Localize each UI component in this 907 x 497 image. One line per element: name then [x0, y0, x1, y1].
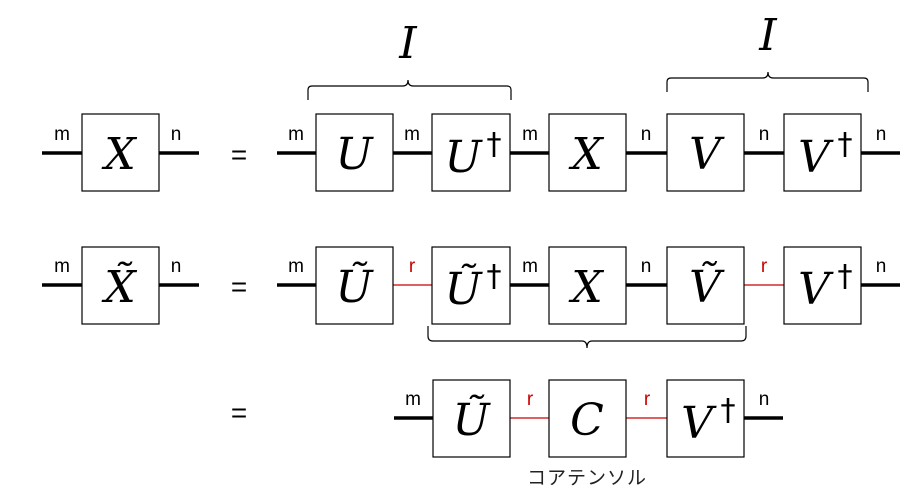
tensor-box-x	[548, 113, 627, 192]
tensor-box-x-tilde	[81, 246, 160, 325]
row2-lhs: X̃ m n	[42, 246, 199, 325]
identity-label-right: I	[758, 10, 778, 61]
identity-brace-left: I	[307, 18, 512, 100]
tensor-box-x	[548, 246, 627, 325]
tensor-box-v-dagger	[666, 379, 745, 458]
index-label-reduced: r	[761, 256, 768, 277]
equals-sign: =	[231, 139, 247, 170]
tensor-symbol: C	[570, 395, 604, 446]
index-label: n	[876, 256, 887, 277]
tensor-symbol: Ṽ	[689, 260, 725, 313]
tensor-box-u	[315, 113, 394, 192]
index-label: m	[405, 389, 421, 410]
index-label: n	[171, 256, 182, 277]
index-label: m	[288, 124, 304, 145]
index-label: n	[641, 124, 652, 145]
tensor-symbol: U	[335, 129, 374, 180]
core-brace	[427, 326, 747, 349]
core-tensor-caption: コアテンソル	[527, 467, 647, 489]
tensor-symbol: Ũ	[444, 262, 483, 315]
index-label: m	[54, 124, 70, 145]
tensor-symbol: X	[101, 129, 137, 180]
index-label: n	[171, 124, 182, 145]
tensor-symbol: V	[798, 264, 834, 315]
index-label: m	[404, 124, 420, 145]
tensor-box-v	[666, 113, 745, 192]
equals-sign: =	[231, 397, 247, 428]
tensor-box-v-dagger	[783, 113, 862, 192]
index-label: n	[759, 389, 770, 410]
index-label: m	[522, 124, 538, 145]
tensor-box-x	[81, 113, 160, 192]
index-label-reduced: r	[644, 389, 651, 410]
row2-rhs: Ũ Ũ † X Ṽ V † m r m n r n	[277, 246, 900, 325]
tensor-box-core	[548, 379, 627, 458]
index-label: n	[641, 256, 652, 277]
tensor-box-v-dagger	[783, 246, 862, 325]
tensor-symbol: U	[444, 132, 483, 183]
tensor-symbol: X	[568, 129, 604, 180]
index-label: m	[54, 256, 70, 277]
index-label: m	[522, 256, 538, 277]
row3: Ũ C V † m r r n コアテンソル	[394, 379, 783, 489]
index-label: n	[759, 124, 770, 145]
index-label: m	[288, 256, 304, 277]
dagger-symbol: †	[487, 127, 502, 162]
index-label: n	[876, 124, 887, 145]
tensor-box-u-tilde-dagger	[431, 246, 511, 325]
index-label-reduced: r	[527, 389, 534, 410]
dagger-symbol: †	[838, 127, 853, 162]
tensor-symbol: X̃	[101, 260, 137, 313]
tensor-box-u-tilde	[315, 246, 394, 325]
dagger-symbol: †	[838, 259, 853, 294]
tensor-symbol: V	[681, 398, 717, 449]
tensor-box-u-tilde	[432, 379, 511, 458]
tensor-symbol: X	[568, 262, 604, 313]
identity-label-left: I	[398, 18, 418, 69]
identity-brace-right: I	[666, 10, 869, 92]
tensor-symbol: V	[798, 132, 834, 183]
row1-rhs: U U † X V V † m m m n n n	[277, 113, 900, 192]
index-label-reduced: r	[409, 256, 416, 277]
tensor-symbol: Ũ	[452, 393, 491, 446]
dagger-symbol: †	[487, 259, 502, 294]
tensor-box-u-dagger	[431, 113, 511, 192]
dagger-symbol: †	[721, 393, 736, 428]
tensor-box-v-tilde	[666, 246, 745, 325]
equals-sign: =	[231, 271, 247, 302]
row1-lhs: X m n	[42, 113, 199, 192]
tensor-symbol: Ũ	[335, 260, 374, 313]
tensor-symbol: V	[689, 129, 725, 180]
